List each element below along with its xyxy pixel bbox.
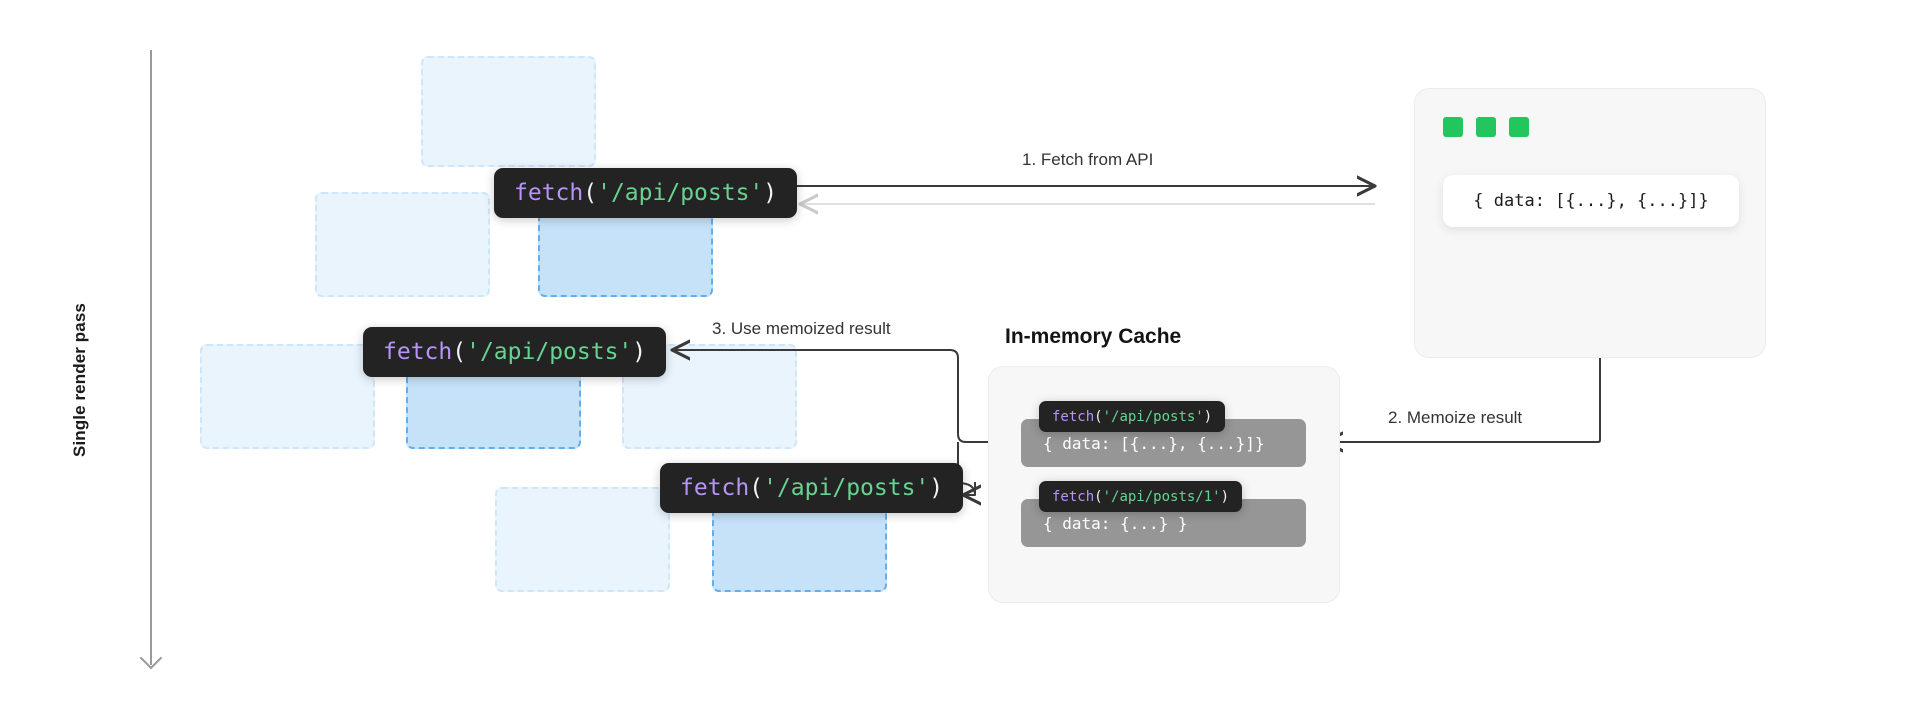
code-token-paren-open: ( — [1094, 408, 1103, 425]
api-server-panel: { data: [{...}, {...}]} — [1414, 88, 1766, 358]
code-token-paren-close: ) — [632, 339, 647, 365]
component-box — [200, 344, 375, 449]
component-box — [421, 56, 596, 167]
api-server-status-lights — [1443, 117, 1529, 137]
code-token-function: fetch — [514, 180, 584, 206]
code-token-paren-close: ) — [1203, 408, 1213, 425]
code-token-paren-open: ( — [452, 339, 467, 365]
code-token-string: '/api/posts' — [763, 475, 930, 501]
server-status-light-icon — [1443, 117, 1463, 137]
code-token-string: '/api/posts' — [1102, 408, 1204, 425]
code-token-function: fetch — [383, 339, 453, 365]
step-label-3: 3. Use memoized result — [712, 319, 891, 338]
fetch-call-chip-top[interactable]: fetch('/api/posts') — [494, 168, 798, 218]
code-token-function: fetch — [1052, 408, 1095, 425]
code-token-function: fetch — [680, 475, 750, 501]
code-token-paren-close: ) — [763, 180, 778, 206]
code-token-paren-close: ) — [1220, 488, 1230, 505]
render-pass-label: Single render pass — [70, 303, 89, 457]
server-status-light-icon — [1509, 117, 1529, 137]
code-token-function: fetch — [1052, 488, 1095, 505]
component-box — [315, 192, 490, 297]
code-token-paren-open: ( — [583, 180, 598, 206]
code-token-string: '/api/posts/1' — [1102, 488, 1221, 505]
cache-panel: { data: [{...}, {...}]} fetch('/api/post… — [988, 366, 1340, 603]
cache-entry-key[interactable]: fetch('/api/posts') — [1039, 401, 1226, 432]
render-pass-arrow-icon — [139, 646, 163, 670]
cache-entry-key[interactable]: fetch('/api/posts/1') — [1039, 481, 1243, 512]
render-pass-axis-line — [150, 50, 152, 665]
code-token-paren-close: ) — [929, 475, 944, 501]
fetch-call-chip-bottom[interactable]: fetch('/api/posts') — [660, 463, 964, 513]
cache-panel-title: In-memory Cache — [1005, 325, 1182, 348]
server-status-light-icon — [1476, 117, 1496, 137]
code-token-string: '/api/posts' — [466, 339, 633, 365]
code-token-paren-open: ( — [1094, 488, 1103, 505]
component-box — [495, 487, 670, 592]
api-response-payload: { data: [{...}, {...}]} — [1443, 175, 1739, 227]
step-label-2: 2. Memoize result — [1388, 408, 1523, 427]
code-token-paren-open: ( — [749, 475, 764, 501]
fetch-call-chip-middle[interactable]: fetch('/api/posts') — [363, 327, 667, 377]
step-label-1: 1. Fetch from API — [1022, 150, 1154, 169]
code-token-string: '/api/posts' — [597, 180, 764, 206]
